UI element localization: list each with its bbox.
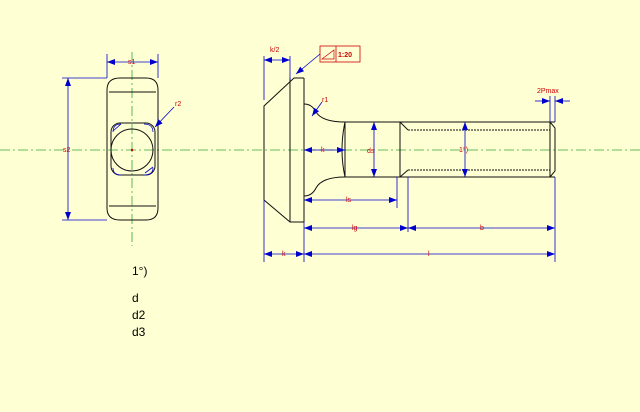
bolt-head <box>263 77 304 223</box>
note-d: d <box>132 291 139 305</box>
s1-dimension: s1 <box>106 54 159 78</box>
s2-label: s2 <box>63 147 71 154</box>
notes: 1°) d d2 d3 <box>132 264 147 339</box>
l-label: l <box>428 251 430 258</box>
ls-dimension: ls <box>304 177 398 208</box>
neck-square <box>110 122 156 176</box>
ls-label: ls <box>346 197 352 204</box>
k-l-dimensions: k l <box>263 200 555 262</box>
k-half-label: k/2 <box>270 47 279 54</box>
k-inner-label: k <box>321 147 325 154</box>
taper-symbol: 1:20 <box>295 45 361 75</box>
lg-b-dimensions: lg b <box>303 177 556 262</box>
b-label: b <box>480 225 484 232</box>
d-dimension: 1°) <box>459 122 468 177</box>
end-view-outline <box>106 77 159 221</box>
r1-label: r1 <box>322 97 328 104</box>
k-half-dimension: k/2 <box>263 47 291 100</box>
end-view <box>106 77 159 221</box>
taper-label: 1:20 <box>338 52 352 59</box>
p-max-label: 2Pmax <box>537 88 559 95</box>
k-inner-dimension: k <box>304 147 345 154</box>
r2-dimension: r2 <box>154 101 181 128</box>
note-d2: d2 <box>132 308 146 322</box>
footnote-text: 1°) <box>132 264 147 278</box>
s2-dimension: s2 <box>62 77 107 221</box>
shank-circle <box>110 128 154 172</box>
r2-label: r2 <box>175 101 181 108</box>
ds-label: ds <box>367 148 375 155</box>
k-bottom-label: k <box>282 251 286 258</box>
r1-dimension: r1 <box>311 97 328 117</box>
lg-label: lg <box>352 225 358 232</box>
d-footnote-label: 1°) <box>459 146 468 154</box>
s1-label: s1 <box>128 59 136 66</box>
p-max-dimension: 2Pmax <box>535 88 570 122</box>
ds-dimension: ds <box>367 122 377 177</box>
note-d3: d3 <box>132 325 146 339</box>
